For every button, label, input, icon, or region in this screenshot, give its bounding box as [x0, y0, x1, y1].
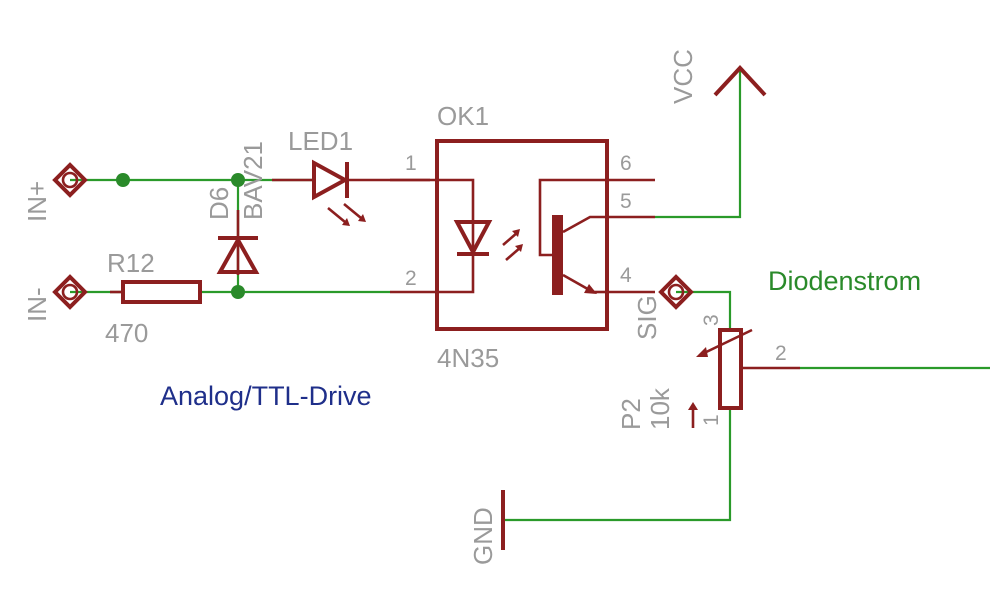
label-pin-6: 6 — [620, 152, 632, 175]
pad-sig — [658, 274, 694, 310]
vcc-symbol — [713, 65, 767, 97]
wire-sig-p2 — [676, 290, 732, 330]
label-pin-5: 5 — [620, 190, 632, 213]
optocoupler-ok1 — [390, 139, 655, 331]
label-p2-name: P2 — [616, 398, 646, 430]
label-d6-value: BAV21 — [238, 141, 268, 220]
label-vcc: VCC — [668, 49, 698, 104]
potentiometer-p2 — [688, 328, 800, 428]
title-analog-ttl-drive: Analog/TTL-Drive — [160, 381, 372, 411]
label-gnd: GND — [468, 507, 498, 565]
pad-in-minus — [52, 274, 88, 310]
label-r12-value: 470 — [105, 318, 148, 348]
label-ok1-name: OK1 — [437, 101, 489, 131]
label-p2-value: 10k — [645, 387, 675, 430]
label-p2-pin-1: 1 — [700, 414, 723, 426]
label-led1-name: LED1 — [288, 126, 353, 156]
label-p2-pin-3: 3 — [700, 314, 723, 326]
label-pin-2: 2 — [405, 267, 417, 290]
junction-dot — [231, 285, 245, 299]
label-p2-pin-2: 2 — [775, 342, 787, 365]
label-in-plus: IN+ — [22, 181, 52, 222]
label-r12-name: R12 — [107, 248, 155, 278]
label-ok1-value: 4N35 — [437, 343, 499, 373]
diode-d6 — [216, 210, 260, 275]
label-pin-4: 4 — [620, 264, 632, 287]
wire-vcc — [655, 70, 742, 219]
label-d6-name: D6 — [204, 187, 234, 220]
title-diodenstrom: Diodenstrom — [768, 266, 921, 296]
junction-dot — [116, 173, 130, 187]
label-in-minus: IN- — [22, 287, 52, 322]
label-sig: SIG — [632, 295, 662, 340]
label-pin-1: 1 — [405, 152, 417, 175]
resistor-r12 — [110, 280, 202, 304]
junction-dot — [231, 173, 245, 187]
wire-gnd — [505, 408, 732, 522]
pad-in-plus — [52, 162, 88, 198]
